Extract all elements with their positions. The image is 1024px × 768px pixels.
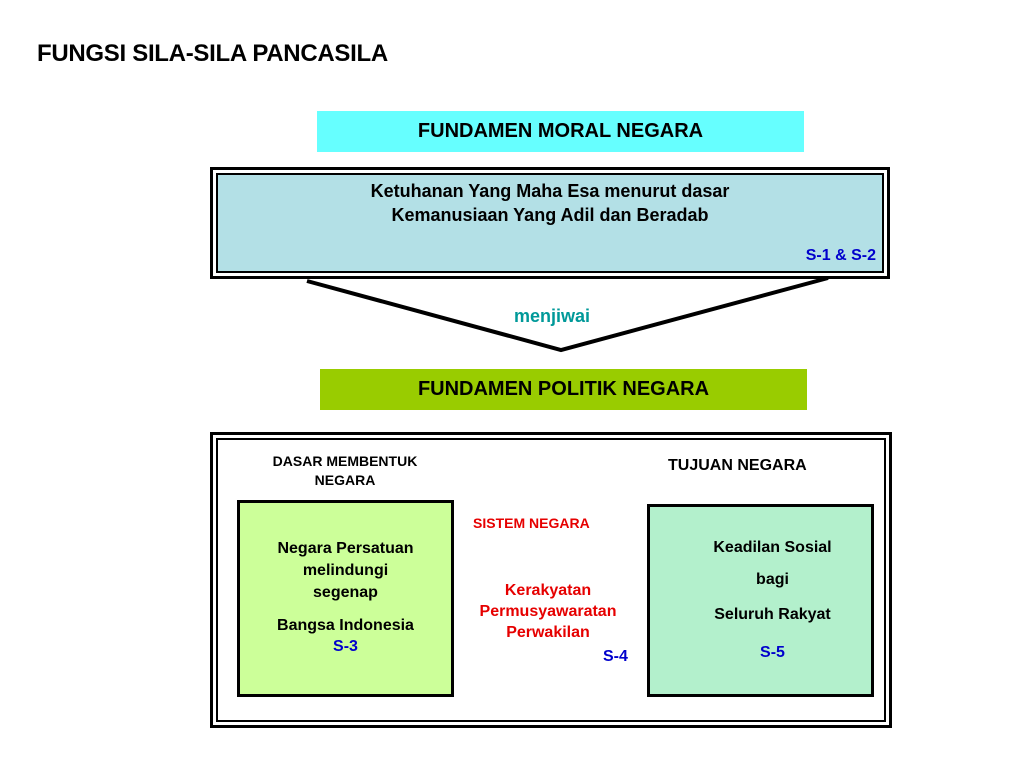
kerakyatan-line2: Permusyawaratan (479, 603, 617, 620)
moral-sila-code: S-1 & S-2 (805, 247, 876, 264)
keadilan-box: Keadilan Sosial bagi Seluruh Rakyat S-5 (647, 504, 874, 697)
sistem-negara-label: SISTEM NEGARA (473, 515, 590, 531)
persatuan-sila-code: S-3 (333, 638, 358, 655)
persatuan-line1: Negara Persatuan (277, 540, 414, 557)
keadilan-sila-code: S-5 (760, 644, 785, 661)
moral-foundation-header: FUNDAMEN MORAL NEGARA (317, 111, 804, 152)
kerakyatan-sila-code: S-4 (603, 648, 628, 665)
kerakyatan-line3: Perwakilan (506, 624, 590, 641)
persatuan-line4: Bangsa Indonesia (277, 617, 414, 634)
keadilan-line3: Seluruh Rakyat (714, 606, 831, 623)
keadilan-line1: Keadilan Sosial (713, 539, 832, 556)
persatuan-line3: segenap (313, 584, 378, 601)
menjiwai-funnel-line (306, 276, 829, 353)
persatuan-box: Negara Persatuan melindungi segenap Bang… (237, 500, 454, 697)
dasar-label-line2: NEGARA (314, 472, 376, 488)
tujuan-negara-label: TUJUAN NEGARA (668, 457, 807, 474)
keadilan-line2: bagi (756, 571, 789, 588)
moral-text-line2: Kemanusiaan Yang Adil dan Beradab (391, 205, 709, 225)
moral-foundation-box: Ketuhanan Yang Maha Esa menurut dasar Ke… (210, 167, 890, 279)
dasar-label-line1: DASAR MEMBENTUK (272, 453, 418, 469)
moral-foundation-inner: Ketuhanan Yang Maha Esa menurut dasar Ke… (216, 173, 884, 273)
persatuan-line2: melindungi (302, 562, 389, 579)
political-foundation-header: FUNDAMEN POLITIK NEGARA (320, 369, 807, 410)
kerakyatan-line1: Kerakyatan (504, 582, 592, 599)
dasar-membentuk-label: DASAR MEMBENTUK NEGARA (245, 452, 445, 490)
menjiwai-label: menjiwai (514, 306, 591, 326)
moral-text-line1: Ketuhanan Yang Maha Esa menurut dasar (370, 181, 730, 201)
kerakyatan-text: Kerakyatan Permusyawaratan Perwakilan (458, 580, 638, 643)
page-title: FUNGSI SILA-SILA PANCASILA (37, 40, 388, 67)
